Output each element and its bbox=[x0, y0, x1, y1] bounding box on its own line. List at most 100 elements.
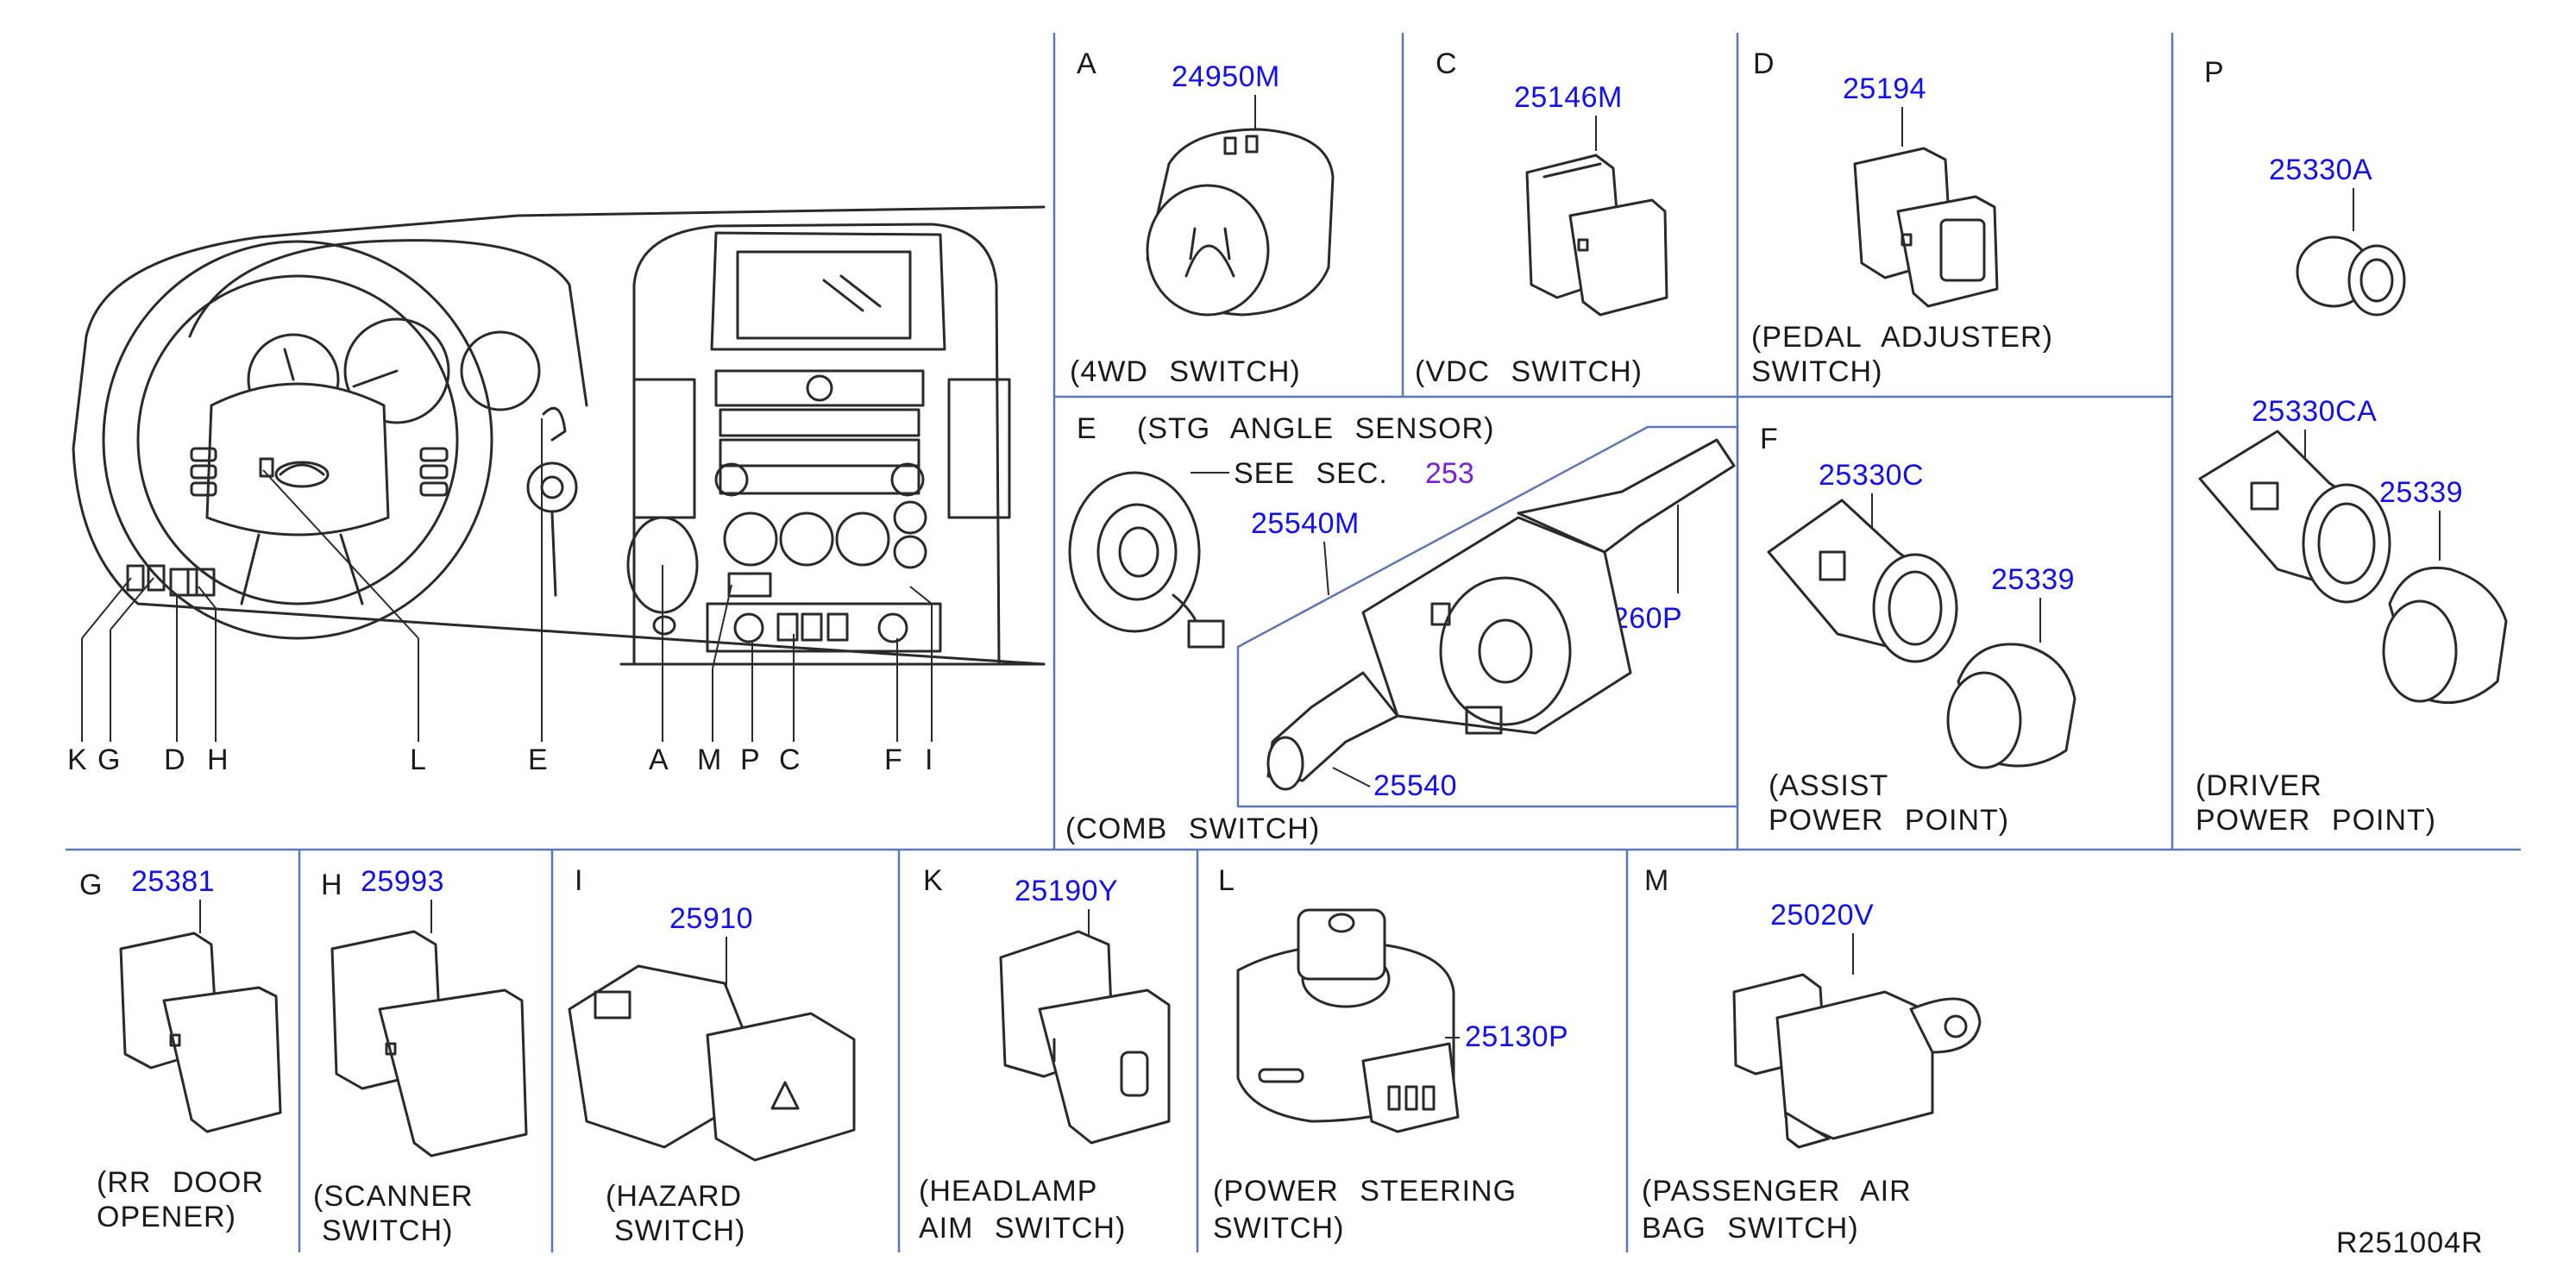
comb-switch-drawing bbox=[1266, 438, 1736, 791]
callout-c: C bbox=[779, 744, 801, 776]
callout-l: L bbox=[410, 744, 427, 776]
panel-caption-line-2: POWER POINT) bbox=[1769, 804, 2009, 837]
panel-letter: M bbox=[1644, 864, 1669, 897]
callout-f: F bbox=[884, 744, 903, 776]
part-number-3: 25540 bbox=[1373, 769, 1457, 802]
rr-door-switch-drawing bbox=[119, 932, 282, 1133]
callout-g: G bbox=[97, 744, 121, 776]
panel-dividers bbox=[66, 33, 2521, 1252]
part-number: 25130P bbox=[1465, 1020, 1568, 1053]
panel-letter: C bbox=[1436, 47, 1458, 80]
part-number: 25381 bbox=[131, 865, 215, 898]
panel-caption: (4WD SWITCH) bbox=[1070, 355, 1301, 388]
callout-d: D bbox=[164, 744, 186, 776]
panel-caption-line-1: (POWER STEERING bbox=[1213, 1175, 1517, 1208]
panel-letter: P bbox=[2204, 56, 2225, 89]
hazard-switch-drawing bbox=[568, 964, 856, 1162]
pedal-adjuster-drawing bbox=[1853, 147, 1999, 308]
panel-f-assist-power-point: F 25330C 25339 (ASSIST POWER POINT) bbox=[1760, 423, 2077, 837]
comb-switch-frame bbox=[1236, 425, 1739, 808]
panel-m-passenger-airbag: M 25020V (PASSENGER AIR BAG SWITCH) bbox=[1642, 864, 1982, 1245]
part-number-1: 25540M bbox=[1251, 507, 1360, 540]
part-number-2: 25330CA bbox=[2252, 395, 2377, 428]
section-number: 253 bbox=[1425, 457, 1474, 490]
panel-letter: L bbox=[1218, 864, 1235, 897]
panel-d-pedal-adjuster: D 25194 (PEDAL ADJUSTER) SWITCH) bbox=[1751, 47, 2053, 388]
power-steering-switch-drawing bbox=[1236, 908, 1460, 1133]
dashboard-overview: K G D H L E A M P C F I bbox=[67, 205, 1046, 776]
panel-caption-line-2: SWITCH) bbox=[322, 1214, 453, 1247]
angle-sensor-title: (STG ANGLE SENSOR) bbox=[1137, 412, 1494, 445]
panel-c-vdc-switch: C 25146M (VDC SWITCH) bbox=[1415, 47, 1668, 388]
panel-caption-line-2: SWITCH) bbox=[1213, 1212, 1344, 1245]
panel-caption-line-1: (HAZARD bbox=[606, 1180, 742, 1213]
panel-caption-line-1: (DRIVER bbox=[2196, 769, 2322, 802]
panel-caption: (COMB SWITCH) bbox=[1065, 813, 1320, 845]
panel-caption-line-2: POWER POINT) bbox=[2196, 804, 2436, 837]
panel-k-headlamp-aim: K 25190Y (HEADLAMP AIM SWITCH) bbox=[919, 864, 1171, 1245]
panel-caption-line-2: AIM SWITCH) bbox=[919, 1212, 1126, 1245]
part-number: 25993 bbox=[361, 865, 444, 898]
panel-letter: A bbox=[1077, 47, 1097, 80]
callout-k: K bbox=[67, 744, 88, 776]
part-number-2: 25339 bbox=[1991, 563, 2075, 596]
part-number-1: 25330C bbox=[1819, 459, 1924, 492]
part-number-1: 25330A bbox=[2269, 154, 2372, 186]
part-number: 24950M bbox=[1172, 60, 1280, 93]
scanner-switch-drawing bbox=[330, 930, 528, 1158]
panel-l-power-steering: L 25130P (POWER STEERING SWITCH) bbox=[1213, 864, 1568, 1245]
panel-g-rr-door-opener: G 25381 (RR DOOR OPENER) bbox=[79, 865, 282, 1233]
panel-letter: H bbox=[321, 869, 343, 901]
panel-caption-line-1: (RR DOOR bbox=[97, 1166, 264, 1199]
panel-p-driver-power-point: P 25330A 25330CA 25339 (DRIVER POWER POI… bbox=[2196, 56, 2508, 837]
panel-e-comb-switch: E (STG ANGLE SENSOR) SEE SEC. 253 25540M… bbox=[1065, 412, 1739, 845]
panel-caption-line-2: BAG SWITCH) bbox=[1642, 1212, 1859, 1245]
panel-letter: G bbox=[79, 869, 103, 901]
callout-i: I bbox=[925, 744, 933, 776]
panel-caption-line-1: (HEADLAMP bbox=[919, 1175, 1097, 1208]
reference-code: R251004R bbox=[2336, 1227, 2484, 1259]
part-number: 25190Y bbox=[1015, 875, 1118, 907]
infiniti-logo bbox=[274, 461, 330, 488]
part-number: 25020V bbox=[1770, 899, 1874, 932]
part-number: 25194 bbox=[1843, 72, 1926, 105]
panel-a-4wd-switch: A 24950M (4WD SWITCH) bbox=[1070, 47, 1335, 388]
callout-p: P bbox=[740, 744, 761, 776]
power-point-cap-drawing bbox=[2296, 235, 2406, 317]
callout-h: H bbox=[207, 744, 229, 776]
panel-letter: F bbox=[1760, 423, 1779, 455]
4wd-switch-drawing bbox=[1146, 128, 1335, 317]
part-number-3: 25339 bbox=[2379, 476, 2463, 509]
angle-sensor-drawing bbox=[1068, 471, 1225, 649]
driver-socket-cap-drawing bbox=[2382, 566, 2508, 705]
assist-socket-drawing bbox=[1767, 499, 1958, 663]
panel-caption-line-1: (PEDAL ADJUSTER) bbox=[1751, 321, 2053, 354]
hazard-triangle-icon bbox=[770, 1081, 800, 1110]
panel-caption-line-1: (SCANNER bbox=[313, 1180, 474, 1213]
panel-i-hazard-switch: I 25910 (HAZARD SWITCH) bbox=[568, 864, 856, 1247]
panel-letter: I bbox=[575, 864, 583, 897]
driver-socket-drawing bbox=[2198, 430, 2391, 604]
panel-h-scanner-switch: H 25993 (SCANNER SWITCH) bbox=[313, 865, 528, 1247]
panel-letter: E bbox=[1077, 412, 1097, 445]
callout-m: M bbox=[697, 744, 722, 776]
panel-caption-line-2: OPENER) bbox=[97, 1201, 236, 1233]
part-number: 25910 bbox=[669, 902, 753, 935]
panel-caption-line-1: (ASSIST bbox=[1769, 769, 1888, 802]
vdc-switch-drawing bbox=[1525, 154, 1668, 317]
panel-caption-line-2: SWITCH) bbox=[614, 1214, 745, 1247]
panel-caption-line-2: SWITCH) bbox=[1751, 355, 1882, 388]
panel-caption: (VDC SWITCH) bbox=[1415, 355, 1643, 388]
panel-letter: K bbox=[923, 864, 944, 897]
panel-letter: D bbox=[1753, 47, 1775, 80]
panel-caption-line-1: (PASSENGER AIR bbox=[1642, 1175, 1912, 1208]
callout-e: E bbox=[528, 744, 549, 776]
headlamp-aim-switch-drawing bbox=[999, 930, 1171, 1145]
see-section-text: SEE SEC. bbox=[1234, 457, 1388, 490]
callout-a: A bbox=[649, 744, 669, 776]
steering-wheel bbox=[102, 240, 493, 640]
assist-socket-cap-drawing bbox=[1946, 643, 2077, 769]
passenger-airbag-switch-drawing bbox=[1732, 973, 1982, 1149]
part-number: 25146M bbox=[1514, 81, 1623, 114]
